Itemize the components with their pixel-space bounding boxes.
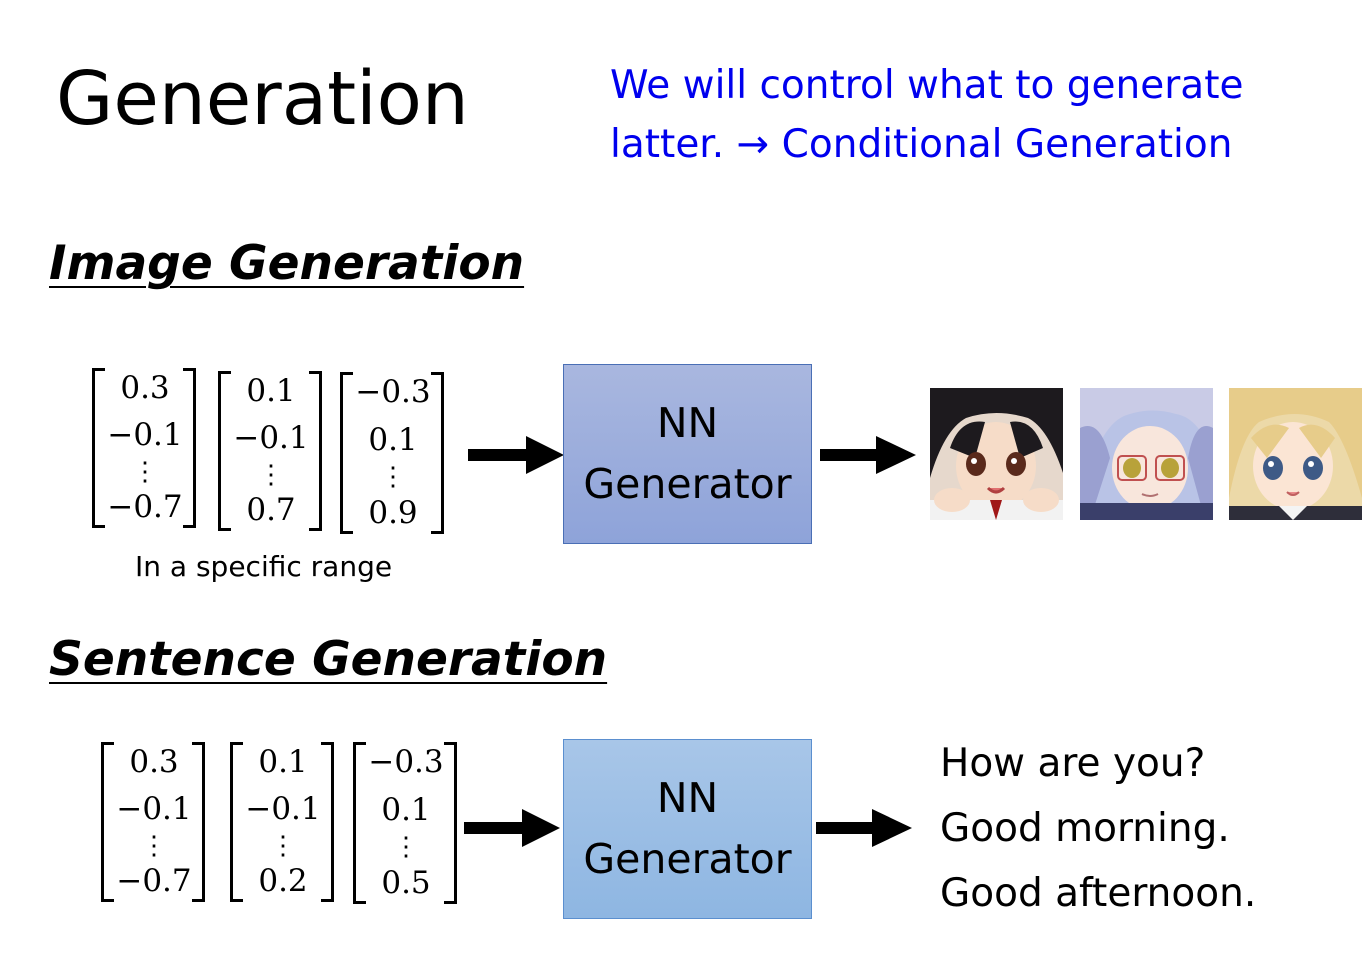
image-generation-heading: Image Generation — [49, 236, 525, 291]
vector-ellipsis: ⋮ — [393, 831, 419, 862]
sentence-nn-generator: NN Generator — [563, 739, 812, 919]
image-input-vector-2: 0.1 −0.1 ⋮ 0.7 — [218, 371, 322, 531]
vector-value: 0.9 — [368, 495, 418, 532]
vector-value: −0.3 — [368, 744, 444, 780]
arrow-right-icon — [468, 436, 564, 474]
arrow-right-icon — [820, 436, 916, 474]
conditional-generation-note: We will control what to generate latter.… — [610, 63, 1244, 167]
page-title: Generation — [56, 56, 469, 142]
vector-value: 0.7 — [246, 492, 296, 529]
anime-face-silver-hair-glasses — [1080, 388, 1213, 520]
image-nn-generator: NN Generator — [563, 364, 812, 544]
sentence-input-vector-3: −0.3 0.1 ⋮ 0.5 — [353, 742, 457, 904]
vector-value: 0.1 — [258, 744, 308, 780]
generator-label: Generator — [583, 460, 792, 508]
range-caption: In a specific range — [135, 550, 393, 583]
vector-ellipsis: ⋮ — [258, 459, 284, 490]
vector-value: −0.7 — [107, 489, 183, 526]
vector-value: 0.1 — [246, 373, 296, 409]
generated-sentence: Good afternoon. — [940, 871, 1257, 916]
anime-face-blonde-hair — [1229, 388, 1362, 520]
vector-value: 0.5 — [381, 865, 431, 902]
vector-value: −0.1 — [233, 420, 309, 457]
vector-value: −0.3 — [355, 374, 431, 410]
generated-sentences: How are you? Good morning. Good afternoo… — [940, 731, 1256, 926]
generator-label: NN — [656, 774, 719, 822]
vector-value: −0.1 — [116, 791, 192, 828]
anime-face-dark-hair — [930, 388, 1063, 520]
arrow-right-icon — [816, 809, 912, 847]
generator-label: Generator — [583, 835, 792, 883]
vector-value: 0.3 — [129, 744, 179, 780]
image-input-vector-1: 0.3 −0.1 ⋮ −0.7 — [92, 368, 196, 528]
sentence-generation-heading: Sentence Generation — [49, 632, 608, 687]
vector-value: 0.3 — [120, 370, 170, 406]
generator-label: NN — [656, 399, 719, 447]
image-input-vector-3: −0.3 0.1 ⋮ 0.9 — [340, 372, 444, 534]
vector-value: 0.1 — [381, 791, 431, 828]
sentence-input-vector-2: 0.1 −0.1 ⋮ 0.2 — [230, 742, 334, 902]
generated-sentence: How are you? — [940, 741, 1206, 786]
vector-value: −0.1 — [107, 417, 183, 454]
generated-sentence: Good morning. — [940, 806, 1230, 851]
vector-ellipsis: ⋮ — [132, 456, 158, 487]
arrow-right-icon — [464, 809, 560, 847]
vector-value: 0.1 — [368, 421, 418, 458]
vector-ellipsis: ⋮ — [380, 461, 406, 492]
vector-value: −0.7 — [116, 863, 192, 900]
vector-value: −0.1 — [245, 791, 321, 828]
vector-ellipsis: ⋮ — [141, 830, 167, 861]
vector-ellipsis: ⋮ — [270, 830, 296, 861]
vector-value: 0.2 — [258, 863, 308, 900]
sentence-input-vector-1: 0.3 −0.1 ⋮ −0.7 — [101, 742, 205, 902]
